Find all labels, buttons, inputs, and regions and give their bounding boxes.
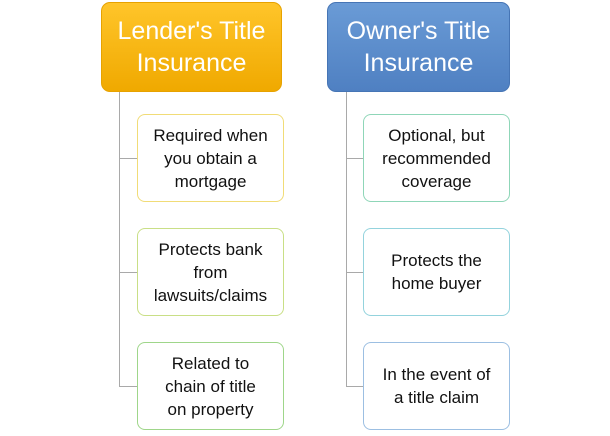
right-connector-trunk <box>346 92 347 387</box>
right-item-label: Protects the home buyer <box>391 251 482 293</box>
left-item-required-mortgage: Required when you obtain a mortgage <box>137 114 284 202</box>
left-item-label: Protects bank from lawsuits/claims <box>153 239 268 305</box>
right-item-protects-home-buyer: Protects the home buyer <box>363 228 510 316</box>
left-connector-trunk <box>119 92 120 387</box>
lenders-title-insurance-header: Lender's Title Insurance <box>101 2 282 92</box>
right-connector-branch-1 <box>346 158 363 159</box>
left-item-label: Related to chain of title on property <box>165 353 256 419</box>
right-item-label: In the event of a title claim <box>382 365 491 407</box>
owners-title-insurance-header: Owner's Title Insurance <box>327 2 510 92</box>
right-connector-branch-3 <box>346 386 363 387</box>
right-connector-branch-2 <box>346 272 363 273</box>
right-item-label: Optional, but recommended coverage <box>382 125 491 191</box>
owners-title-insurance-label: Owner's Title Insurance <box>346 17 491 77</box>
left-connector-branch-3 <box>119 386 137 387</box>
left-item-chain-of-title: Related to chain of title on property <box>137 342 284 430</box>
left-item-label: Required when you obtain a mortgage <box>153 125 268 191</box>
right-item-title-claim: In the event of a title claim <box>363 342 510 430</box>
left-connector-branch-2 <box>119 272 137 273</box>
lenders-title-insurance-label: Lender's Title Insurance <box>117 17 266 77</box>
left-connector-branch-1 <box>119 158 137 159</box>
left-item-protects-bank: Protects bank from lawsuits/claims <box>137 228 284 316</box>
right-item-optional-coverage: Optional, but recommended coverage <box>363 114 510 202</box>
